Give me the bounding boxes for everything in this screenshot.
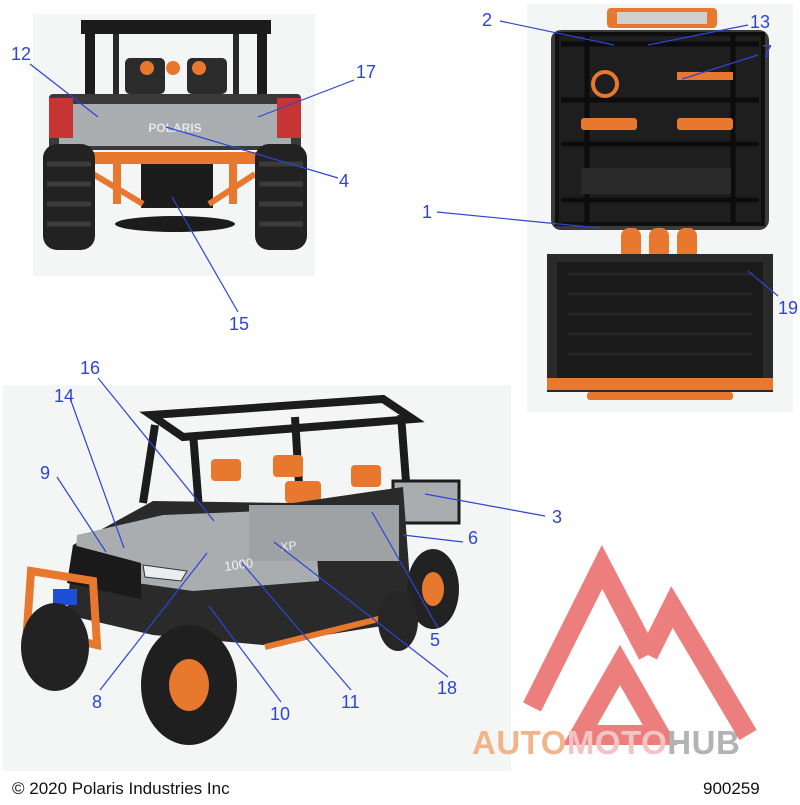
leader-line-3	[424, 493, 546, 517]
watermark-auto-text: AUTOMOTOHUB	[472, 724, 741, 761]
leader-line-7	[681, 54, 759, 80]
callout-5: 5	[430, 630, 441, 650]
leader-line-10	[208, 605, 282, 703]
callout-11: 11	[341, 692, 360, 712]
leader-line-17	[257, 79, 355, 118]
automotohub-logo-mark	[523, 545, 757, 745]
part-number-text: 900259	[703, 779, 760, 798]
callout-4: 4	[339, 171, 350, 191]
top-view-drawing	[547, 8, 773, 400]
callout-16: 16	[80, 358, 101, 378]
callout-3: 3	[552, 507, 563, 527]
side-model-text: 1000	[223, 555, 254, 574]
callout-6: 6	[468, 528, 479, 548]
callout-14: 14	[54, 386, 75, 406]
leader-line-9	[56, 476, 107, 553]
leader-line-16	[97, 377, 215, 522]
leader-line-18	[273, 541, 449, 678]
callout-7: 7	[762, 42, 773, 62]
callout-17: 17	[356, 62, 377, 82]
callout-9: 9	[40, 463, 51, 483]
callout-18: 18	[437, 678, 458, 698]
leader-line-11	[241, 562, 352, 691]
leader-line-4	[165, 126, 339, 179]
rear-view-drawing: POLARIS	[43, 20, 307, 250]
rear-view-illustration: POLARIS	[33, 14, 315, 276]
leader-line-5	[371, 511, 439, 629]
leader-line-14	[69, 397, 125, 549]
callout-19: 19	[778, 298, 799, 318]
leader-line-1	[436, 211, 601, 229]
callout-2: 2	[482, 10, 493, 30]
callout-12: 12	[11, 44, 32, 64]
leader-line-6	[402, 534, 464, 543]
leader-line-19	[747, 270, 779, 297]
callout-1: 1	[422, 202, 433, 222]
callout-10: 10	[270, 704, 291, 724]
leader-line-12	[29, 63, 99, 118]
callout-13: 13	[750, 12, 771, 32]
leader-line-13	[647, 24, 749, 46]
top-view-illustration	[527, 4, 793, 412]
copyright-text: © 2020 Polaris Industries Inc	[12, 779, 230, 798]
leader-line-15	[171, 196, 239, 313]
leader-line-8	[99, 552, 208, 691]
leader-line-2	[499, 20, 615, 46]
callout-15: 15	[229, 314, 250, 334]
callout-8: 8	[92, 692, 103, 712]
rear-brand-text: POLARIS	[148, 121, 201, 135]
